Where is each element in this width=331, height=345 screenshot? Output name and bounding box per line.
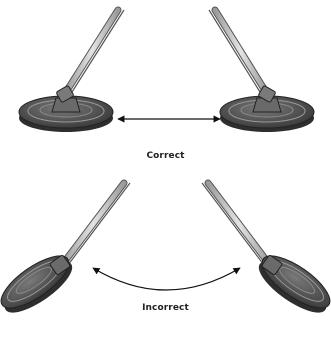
coil-correct-right bbox=[219, 85, 315, 132]
coil-correct-left bbox=[18, 85, 114, 132]
detector-incorrect-right bbox=[201, 179, 331, 313]
shaft-correct-left bbox=[62, 6, 125, 96]
shaft-incorrect-right bbox=[201, 179, 274, 269]
bracket-incorrect-left bbox=[49, 254, 71, 276]
shaft-correct-right bbox=[208, 6, 270, 96]
arrow-curved bbox=[92, 267, 241, 291]
caption-correct: Correct bbox=[146, 151, 185, 161]
detector-correct-right bbox=[208, 6, 315, 132]
coil-incorrect-left bbox=[0, 255, 73, 313]
detector-incorrect-left bbox=[0, 179, 131, 313]
shaft-incorrect-left bbox=[58, 179, 131, 269]
detector-correct-left bbox=[18, 6, 125, 132]
bracket-incorrect-right bbox=[261, 254, 283, 276]
caption-incorrect: Incorrect bbox=[142, 303, 189, 313]
